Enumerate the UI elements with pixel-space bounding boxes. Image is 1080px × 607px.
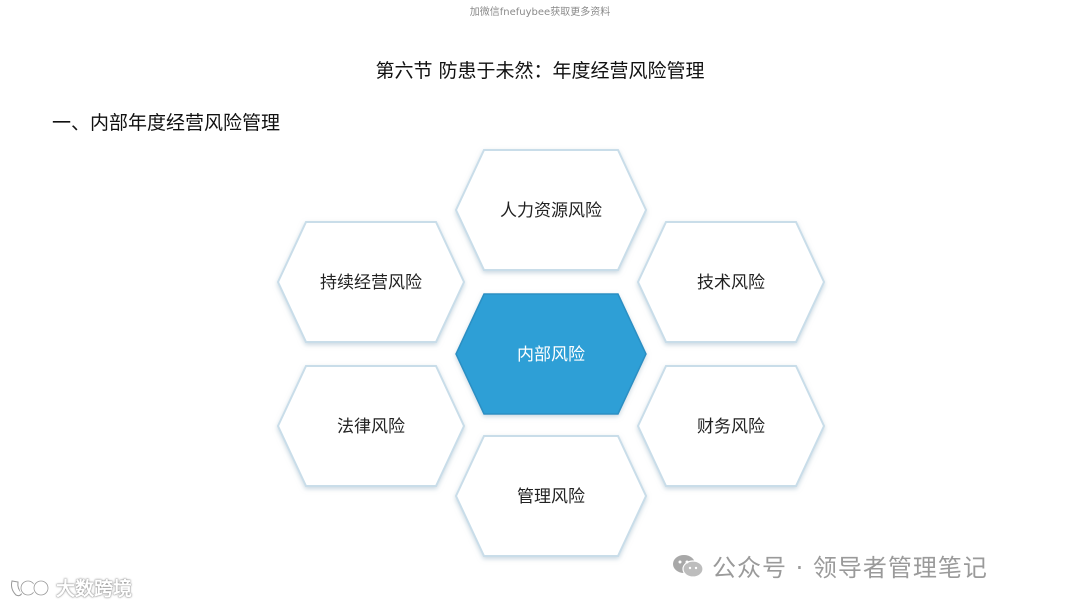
hex-lower-right: 财务风险 bbox=[636, 365, 826, 487]
hex-bottom: 管理风险 bbox=[454, 435, 648, 557]
subsection-title: 一、内部年度经营风险管理 bbox=[52, 112, 281, 134]
hex-top: 人力资源风险 bbox=[454, 149, 648, 271]
hex-upper-right: 技术风险 bbox=[636, 221, 826, 343]
watermark-right: 公众号 · 领导者管理笔记 bbox=[672, 548, 988, 583]
hex-lower-left: 法律风险 bbox=[276, 365, 466, 487]
hex-upper-left: 持续经营风险 bbox=[276, 221, 466, 343]
section-title: 第六节 防患于未然：年度经营风险管理 bbox=[375, 60, 705, 82]
watermark-left-text: 大数跨境 bbox=[56, 578, 133, 600]
hex-center-label: 内部风险 bbox=[517, 345, 585, 365]
hex-bottom-label: 管理风险 bbox=[517, 487, 585, 507]
hex-upper-right-label: 技术风险 bbox=[697, 273, 765, 293]
hex-lower-right-label: 财务风险 bbox=[697, 417, 765, 437]
wechat-icon bbox=[673, 554, 704, 578]
top-note: 加微信fnefuybee获取更多资料 bbox=[469, 7, 611, 18]
watermark-left: 大数跨境 bbox=[8, 574, 132, 601]
hex-top-label: 人力资源风险 bbox=[500, 201, 602, 221]
hex-center: 内部风险 bbox=[455, 293, 647, 415]
watermark-right-text: 公众号 · 领导者管理笔记 bbox=[712, 554, 988, 582]
hex-upper-left-label: 持续经营风险 bbox=[320, 273, 422, 293]
hex-lower-left-label: 法律风险 bbox=[337, 417, 405, 437]
logo-icon bbox=[11, 579, 50, 596]
